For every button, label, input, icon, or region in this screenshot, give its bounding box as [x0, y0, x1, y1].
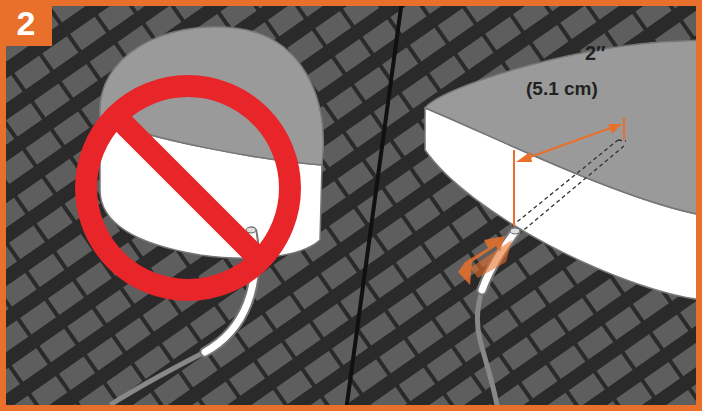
hidden-probe	[512, 140, 626, 234]
step-number-box: 2	[0, 0, 52, 46]
dimension-line	[514, 118, 624, 226]
prohibition-sign	[86, 86, 290, 290]
insert-arrow	[470, 240, 512, 278]
frame	[3, 3, 699, 408]
probe-cable	[110, 232, 255, 405]
probe-entry	[510, 228, 520, 234]
dimension-label: (5.1 cm)	[526, 78, 598, 100]
divider-line	[346, 0, 402, 411]
meat-top	[425, 40, 702, 215]
step-number: 2	[17, 4, 36, 43]
dimension-label: 2″	[585, 42, 606, 65]
